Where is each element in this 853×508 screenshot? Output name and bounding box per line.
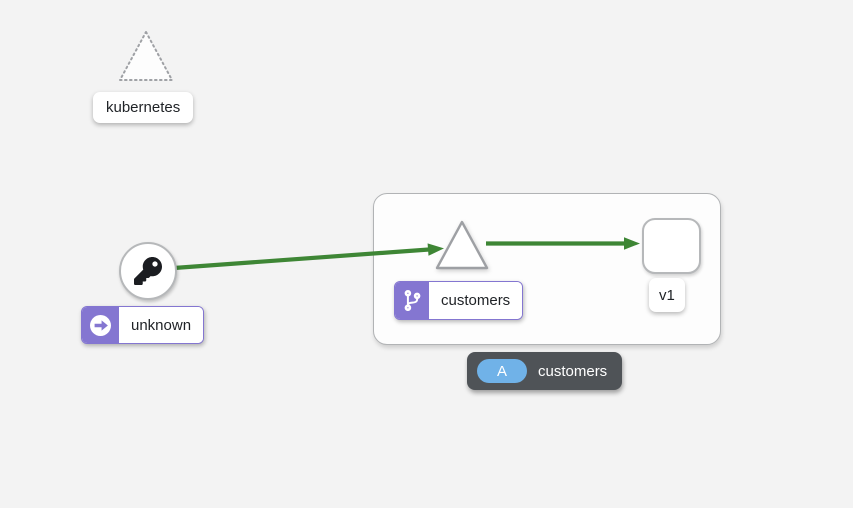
node-unknown[interactable] xyxy=(119,242,177,300)
node-customers-service[interactable] xyxy=(431,216,493,274)
node-v1[interactable] xyxy=(642,218,701,274)
customers-label-text: customers xyxy=(429,282,523,319)
arrow-circle-right-icon xyxy=(90,314,111,336)
node-kubernetes[interactable] xyxy=(114,27,178,85)
node-label-kubernetes[interactable]: kubernetes xyxy=(93,92,194,123)
code-branch-icon xyxy=(404,290,420,311)
v1-label-text: v1 xyxy=(659,286,675,304)
unknown-badge xyxy=(82,307,119,343)
key-icon xyxy=(134,257,162,285)
node-label-v1[interactable]: v1 xyxy=(649,278,685,312)
app-badge: A xyxy=(477,359,527,383)
triangle-shape xyxy=(435,220,489,270)
unknown-label-text: unknown xyxy=(119,307,204,343)
node-label-customers[interactable]: customers xyxy=(394,281,524,320)
dashed-triangle-shape xyxy=(119,31,173,81)
app-badge-letter: A xyxy=(496,362,507,380)
node-label-unknown[interactable]: unknown xyxy=(81,306,205,344)
app-box-label-text: customers xyxy=(538,362,608,380)
kubernetes-label-text: kubernetes xyxy=(106,99,181,116)
app-box-label[interactable]: A customers xyxy=(467,352,623,390)
customers-badge xyxy=(395,282,429,319)
